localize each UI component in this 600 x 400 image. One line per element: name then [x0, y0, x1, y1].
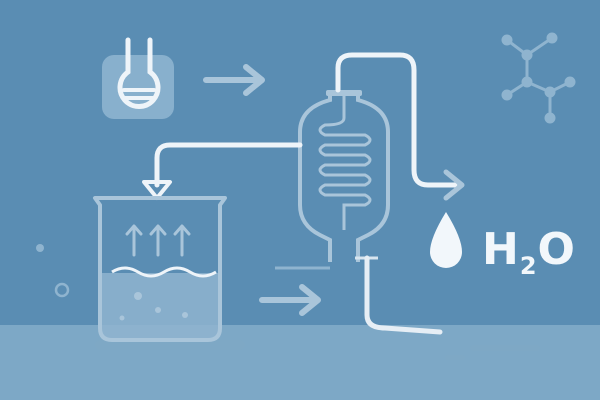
- molecule-icon: [501, 32, 576, 124]
- arrow-right-icon: [443, 169, 465, 201]
- decor-ring: [54, 282, 70, 298]
- droplet-icon: [430, 212, 462, 268]
- beaker-shadow: [95, 340, 245, 350]
- flask-icon: [102, 37, 174, 119]
- arrow-right-icon: [259, 284, 321, 316]
- floor-dot: [445, 355, 465, 360]
- water-formula: H2O: [482, 224, 576, 280]
- floor-dash: [470, 345, 540, 351]
- condenser-icon: [275, 90, 443, 335]
- arrow-right-icon: [203, 64, 265, 96]
- decor-dot: [36, 244, 44, 252]
- arrow-down-icon: [142, 180, 172, 200]
- floor-band: [0, 325, 600, 400]
- beaker-icon: [93, 196, 227, 342]
- vapor-arrows: [125, 224, 191, 257]
